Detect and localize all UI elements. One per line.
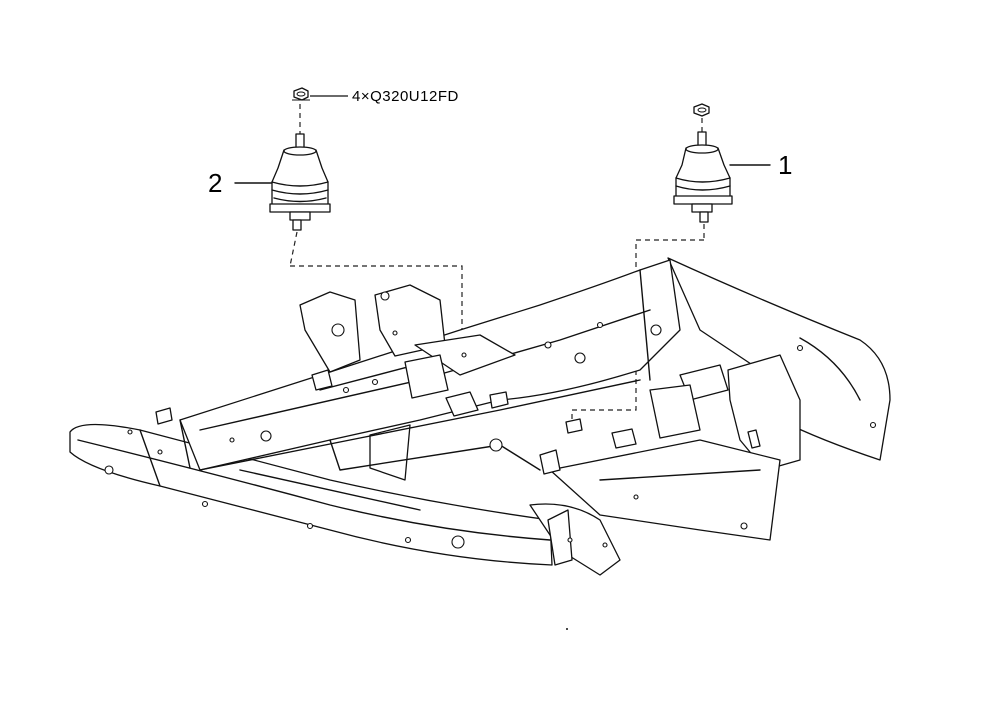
left-mount-bracket <box>299 291 361 373</box>
callout-item-1: 1 <box>778 150 793 180</box>
right-mount-bracket <box>727 354 801 471</box>
nut-right <box>693 103 710 117</box>
front-bumper-beam <box>69 423 553 566</box>
engine-mount-right <box>571 103 733 420</box>
stray-mark <box>566 628 568 630</box>
nut-left <box>292 87 310 101</box>
front-frame <box>69 257 891 576</box>
callout-item-2: 2 <box>208 168 223 198</box>
engine-mount-left <box>269 87 498 395</box>
callout-fastener-spec: 4×Q320U12FD <box>352 88 459 105</box>
